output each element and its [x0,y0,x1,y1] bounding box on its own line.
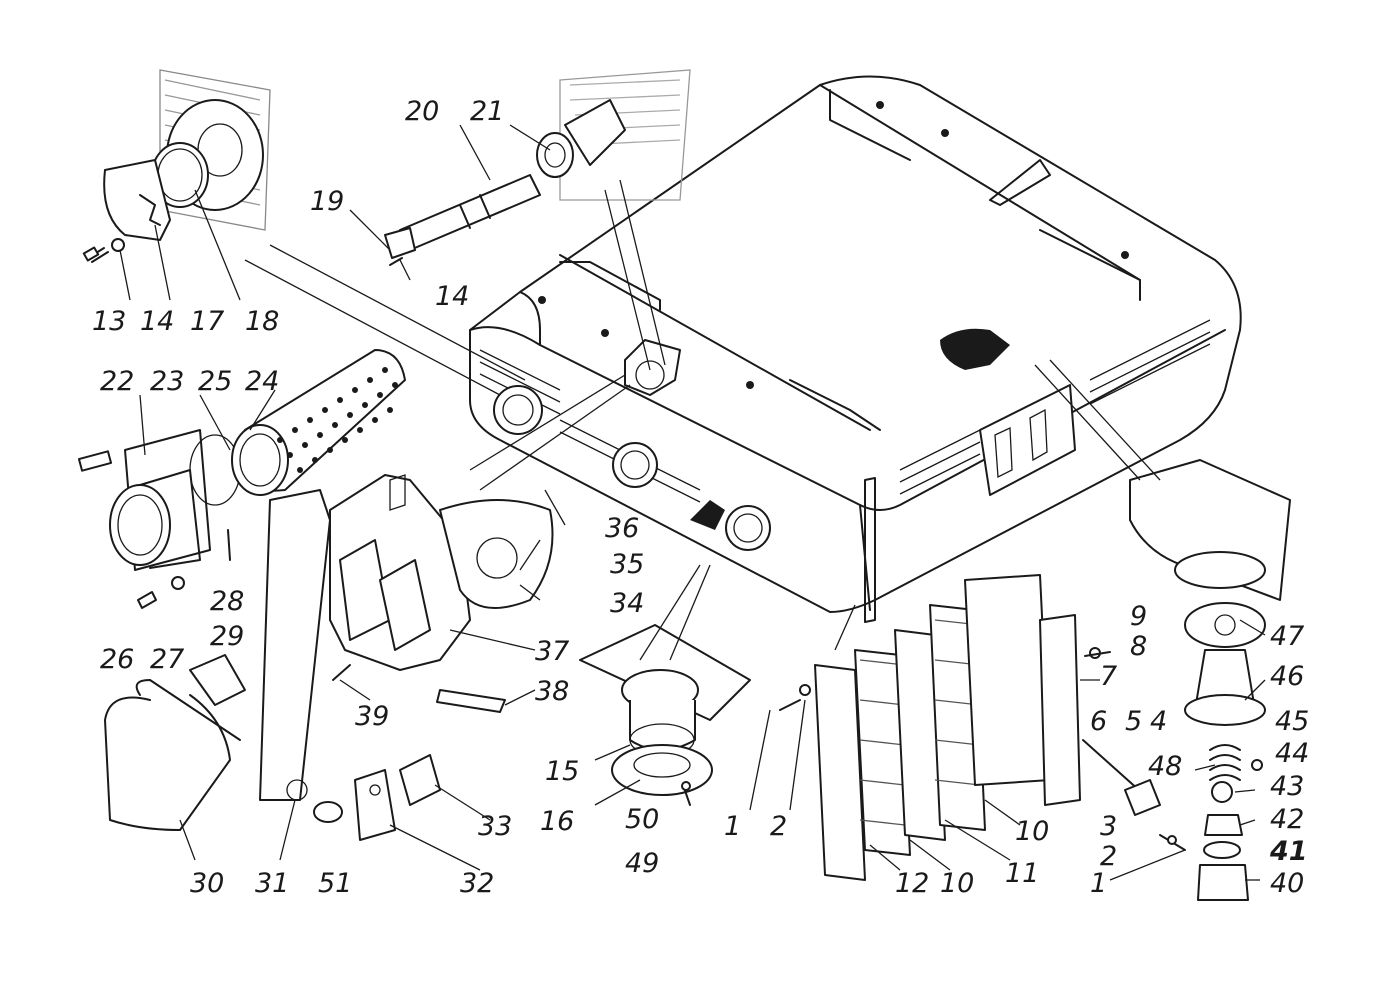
callout-43: 43 [1270,771,1304,802]
callout-5: 5 [1125,706,1142,737]
callout-40: 40 [1270,868,1304,899]
callout-24: 24 [245,366,279,397]
callout-labels: 13 14 17 18 19 14 20 21 22 23 25 24 28 2… [92,96,1309,899]
callout-3: 3 [1100,811,1117,842]
callout-51: 51 [318,868,352,899]
callout-14-b: 14 [435,281,469,312]
callout-34: 34 [610,588,644,619]
callout-13: 13 [92,306,126,337]
callout-2: 2 [770,811,787,842]
callout-28: 28 [210,586,244,617]
callout-46: 46 [1270,661,1304,692]
callout-45: 45 [1275,706,1309,737]
callout-37: 37 [535,636,569,667]
assembly-arrows [244,179,1161,661]
callout-21: 21 [470,96,504,127]
callout-4: 4 [1150,706,1167,737]
callout-39: 39 [355,701,389,732]
callout-31: 31 [255,868,289,899]
valve-stack [1082,459,1291,901]
callout-50: 50 [625,804,659,835]
callout-1: 1 [724,811,741,842]
callout-20: 20 [405,96,439,127]
callout-49: 49 [625,848,659,879]
callout-10-b: 10 [1015,816,1049,847]
callout-16: 16 [540,806,574,837]
callout-19: 19 [310,186,344,217]
callout-33: 33 [478,811,512,842]
callout-48: 48 [1148,751,1182,782]
callout-36: 36 [605,513,639,544]
callout-47: 47 [1270,621,1304,652]
callout-12: 12 [895,868,929,899]
end-cover-group [82,69,271,263]
callout-25: 25 [198,366,232,397]
callout-7: 7 [1100,661,1117,692]
callout-41: 41 [1269,836,1308,867]
callout-14: 14 [140,306,174,337]
callout-leaders [119,124,1266,881]
lever-group [104,474,554,841]
callout-42: 42 [1270,804,1304,835]
callout-29: 29 [210,621,244,652]
callout-30: 30 [190,868,224,899]
callout-35: 35 [610,549,644,580]
callout-11: 11 [1005,858,1039,889]
callout-38: 38 [535,676,569,707]
callout-9: 9 [1130,601,1147,632]
callout-27: 27 [150,644,184,675]
callout-32: 32 [460,868,494,899]
fuel-tank-body [469,75,1242,623]
callout-8: 8 [1130,631,1147,662]
callout-23: 23 [150,366,184,397]
callout-2-b: 2 [1100,841,1117,872]
callout-18: 18 [245,306,279,337]
callout-10: 10 [940,868,974,899]
callout-26: 26 [100,644,134,675]
callout-1-b: 1 [1090,868,1107,899]
filler-neck-group [579,624,751,806]
callout-22: 22 [100,366,134,397]
panel-stack [779,574,1111,881]
callout-44: 44 [1275,738,1309,769]
filter-group [77,349,406,609]
callout-6: 6 [1090,706,1107,737]
rod-assembly [384,69,691,266]
callout-17: 17 [190,306,224,337]
callout-15: 15 [545,756,579,787]
